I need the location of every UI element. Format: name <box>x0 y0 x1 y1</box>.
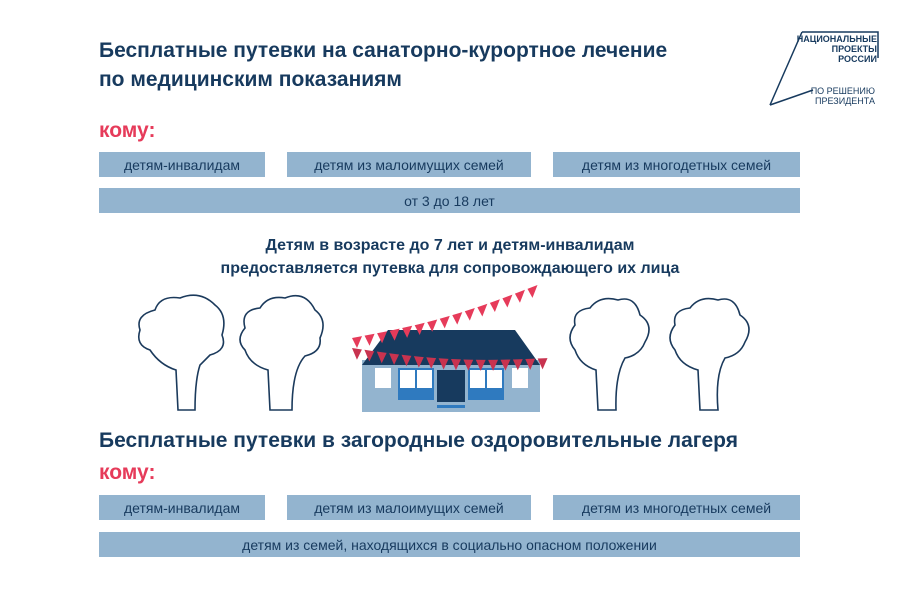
bunting-flag <box>525 358 536 370</box>
bunting-icon <box>352 284 548 371</box>
recipient-badge: детям из малоимущих семей <box>287 152 531 177</box>
bunting-flag <box>438 358 449 370</box>
bunting-flag <box>352 348 362 360</box>
bunting-flag <box>527 284 538 298</box>
logo-text: РОССИИ <box>838 54 877 64</box>
logo-text: ПО РЕШЕНИЮ <box>810 86 875 96</box>
title-line-1: Бесплатные путевки на санаторно-курортно… <box>99 39 668 62</box>
recipient-badge: детям из многодетных семей <box>553 152 800 177</box>
title-line-2: по медицинским показаниям <box>99 68 402 91</box>
tree-icon <box>239 294 324 411</box>
tree-icon <box>669 297 750 411</box>
note-line: предоставляется путевка для сопровождающ… <box>220 260 680 277</box>
note: Детям в возрасте до 7 лет и детям-инвали… <box>0 234 900 280</box>
recipient-badge: детям-инвалидам <box>99 152 265 177</box>
bunting-flag <box>500 359 511 371</box>
recipient-badge: детям из многодетных семей <box>553 495 800 520</box>
bunting-flag <box>463 359 474 371</box>
logo-text: ПРОЕКТЫ <box>831 44 877 54</box>
bunting-flag <box>413 356 424 368</box>
bunting-flag <box>376 351 387 364</box>
bunting-flag <box>377 331 388 344</box>
bunting-flag <box>364 333 375 346</box>
komu-label: кому: <box>99 119 156 142</box>
camp-illustration <box>137 284 750 412</box>
bunting-flag <box>414 322 425 335</box>
bunting-flag <box>502 294 513 308</box>
bunting-flag <box>477 303 488 317</box>
komu-label: кому: <box>99 461 156 484</box>
bunting-flag <box>352 336 363 349</box>
bunting-flag <box>402 325 413 338</box>
bunting-flag <box>514 289 525 303</box>
recipient-badge: детям-инвалидам <box>99 495 265 520</box>
bunting-flag <box>475 359 486 371</box>
house-icon <box>362 330 540 412</box>
bunting-flag <box>364 349 375 362</box>
logo-text: ПРЕЗИДЕНТА <box>815 96 875 106</box>
bunting-flag <box>389 328 400 341</box>
recipient-badge: детям из малоимущих семей <box>287 495 531 520</box>
bunting-flag <box>389 353 400 365</box>
bunting-flag <box>426 357 437 369</box>
logo-text: НАЦИОНАЛЬНЫЕ <box>796 34 877 44</box>
bunting-flag <box>488 359 499 371</box>
note-line: Детям в возрасте до 7 лет и детям-инвали… <box>265 237 635 254</box>
section1-title: Бесплатные путевки на санаторно-курортно… <box>99 36 667 94</box>
tree-icon <box>137 294 225 411</box>
bunting-flag <box>512 359 523 371</box>
tree-icon <box>569 297 650 411</box>
bunting-flag <box>439 315 450 329</box>
bunting-flag <box>464 308 475 321</box>
extra-badge: детям из семей, находящихся в социально … <box>99 532 800 557</box>
bunting-flag <box>401 354 412 367</box>
bunting-flag <box>451 359 461 371</box>
bunting-flag <box>537 358 548 370</box>
bunting-flag <box>427 319 438 332</box>
bunting-flag <box>452 312 463 325</box>
age-badge: от 3 до 18 лет <box>99 188 800 213</box>
section2-title: Бесплатные путевки в загородные оздорови… <box>99 429 738 452</box>
bunting-flag <box>489 299 500 313</box>
